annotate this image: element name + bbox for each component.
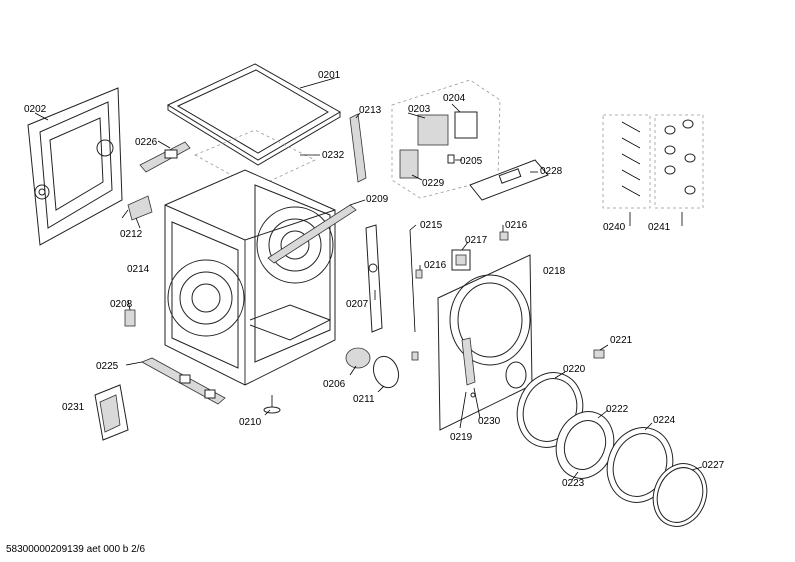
housing-cabinet-drawing [164,169,336,386]
label-0206: 0206 [323,379,346,390]
cover-0206-drawing [345,347,371,369]
leader-lines [34,77,703,481]
catch-0212-drawing [121,195,153,221]
bar-0225-drawing [141,357,226,405]
label-0202: 0202 [24,104,47,115]
label-0223: 0223 [562,478,585,489]
label-0228: 0228 [540,166,563,177]
label-0210: 0210 [239,417,262,428]
top-seal-drawing [194,129,316,189]
label-0214: 0214 [127,264,150,275]
strip-0213-drawing [349,113,367,183]
top-cover-drawing [166,63,342,166]
door-gasket-0227-drawing [652,463,708,527]
label-0220: 0220 [563,364,586,375]
electronics-group-drawing [391,79,501,199]
label-0241: 0241 [648,222,671,233]
clip-0221-drawing [593,349,605,359]
label-0207: 0207 [346,299,369,310]
label-0203: 0203 [408,104,431,115]
part-number-labels: 0202 0201 0213 0203 0204 0226 0232 0205 … [24,70,725,489]
label-0219: 0219 [450,432,473,443]
round-lid-0211-drawing [372,355,400,389]
document-reference: 58300000209139 aet 000 b 2/6 [6,544,145,555]
label-0227: 0227 [702,460,725,471]
rail-0207-drawing [365,224,383,333]
label-0213: 0213 [359,105,382,116]
control-panel-0228-drawing [469,159,549,201]
label-0215: 0215 [420,220,443,231]
label-0232: 0232 [322,150,345,161]
front-panel-drawing [437,254,533,431]
label-0205: 0205 [460,156,483,167]
label-0221: 0221 [610,335,633,346]
label-0230: 0230 [478,416,501,427]
label-0231: 0231 [62,402,85,413]
label-0209: 0209 [366,194,389,205]
label-0212: 0212 [120,229,143,240]
rod-0215-drawing [409,229,416,333]
strut-0209-drawing [267,204,357,264]
label-0216-middle: 0216 [424,260,447,271]
label-0208: 0208 [110,299,133,310]
label-0226: 0226 [135,137,158,148]
label-0217: 0217 [465,235,488,246]
label-0240: 0240 [603,222,626,233]
small-screw-0216-drawing [411,231,509,361]
module-0231-drawing [94,384,129,441]
label-0201: 0201 [318,70,341,81]
bracket-0226-drawing [139,141,191,173]
rear-panel-drawing [27,87,123,246]
label-0211: 0211 [353,394,375,405]
label-0216-top: 0216 [505,220,528,231]
label-0204: 0204 [443,93,466,104]
screw-set-drawing [602,114,704,209]
foot-0210-drawing [263,395,281,414]
latch-0217-drawing [451,249,471,271]
label-0218: 0218 [543,266,566,277]
clip-0208-drawing [124,309,136,327]
label-0224: 0224 [653,415,676,426]
label-0222: 0222 [606,404,629,415]
label-0229: 0229 [422,178,445,189]
door-glass-drawing [555,411,615,479]
label-0225: 0225 [96,361,119,372]
